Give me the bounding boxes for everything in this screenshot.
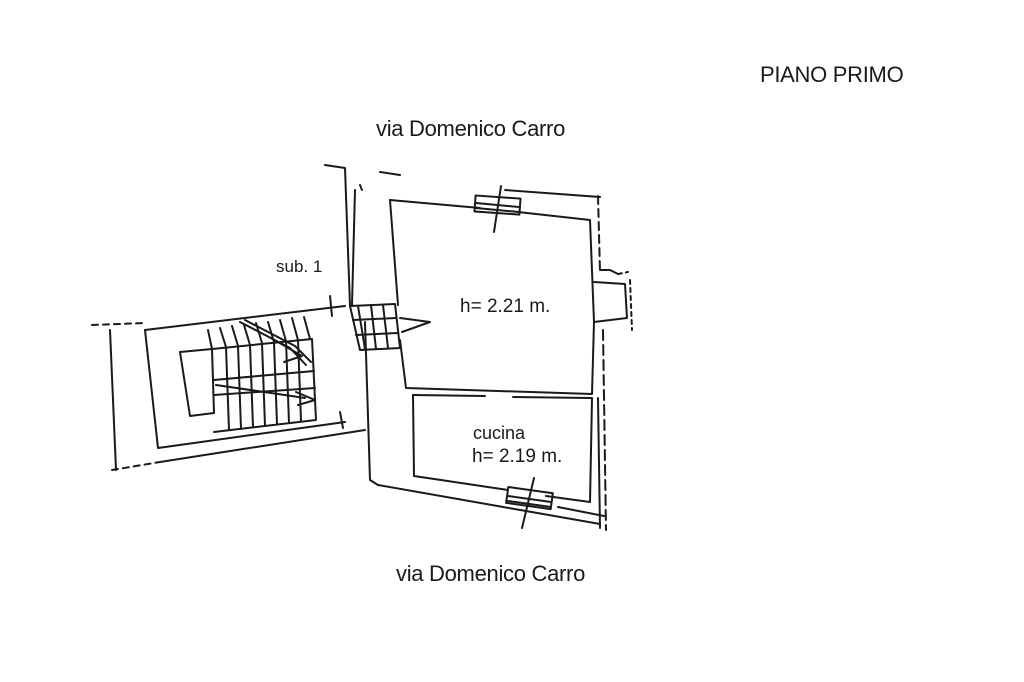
stairwell <box>91 295 366 471</box>
street-label-top: via Domenico Carro <box>376 116 566 141</box>
stair-flights <box>179 316 317 433</box>
window-top <box>473 185 522 233</box>
inner-wall <box>351 184 595 395</box>
landing-steps <box>349 303 431 351</box>
window-bottom <box>505 477 554 529</box>
kitchen-wall <box>412 394 605 529</box>
room-name-label: cucina <box>473 423 526 443</box>
room-height-label: h= 2.19 m. <box>472 446 563 467</box>
sub-label: sub. 1 <box>276 257 323 276</box>
outer-wall <box>324 164 633 531</box>
room-height-label: h= 2.21 m. <box>460 296 551 317</box>
street-label-bottom: via Domenico Carro <box>396 561 586 586</box>
floor-title: PIANO PRIMO <box>760 62 904 87</box>
